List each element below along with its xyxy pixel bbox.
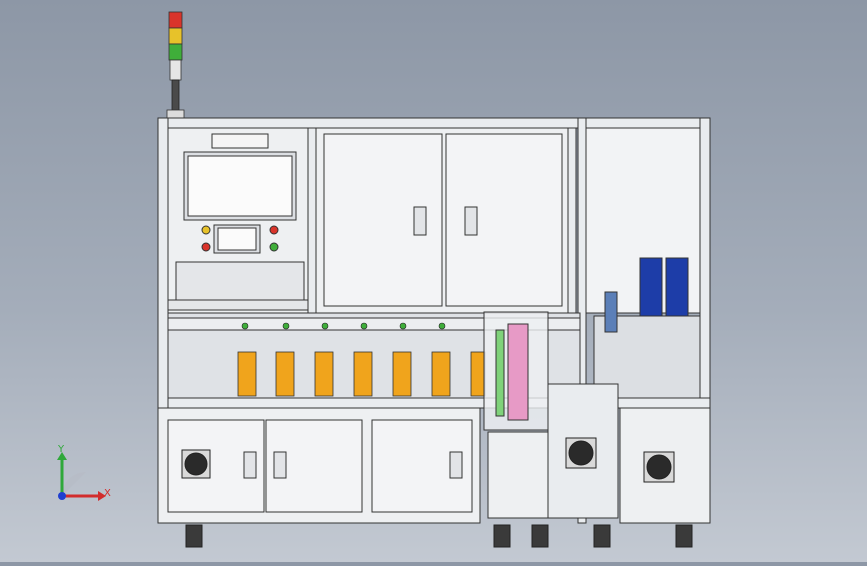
- triad-origin: [58, 492, 66, 500]
- upper-frame: [157, 117, 711, 524]
- triad-y-arrow: [57, 452, 67, 460]
- door-handle-icon: [243, 451, 463, 479]
- triad-x-arrow: [98, 491, 106, 501]
- signal-tower-icon: [166, 11, 185, 119]
- triad-arc: [62, 472, 86, 496]
- fixture-row: [237, 351, 486, 397]
- right-mechanism: [593, 257, 701, 399]
- control-panel: [167, 127, 309, 314]
- caster-wheel-icon: [185, 524, 693, 548]
- center-guard: [483, 311, 549, 431]
- sensor-row: [241, 322, 446, 330]
- upper-doors: [315, 127, 701, 314]
- triad-x-label: X: [104, 488, 111, 499]
- fan-icon: [181, 437, 675, 483]
- coordinate-triad: [57, 452, 106, 501]
- triad-y-label: Y: [58, 444, 65, 455]
